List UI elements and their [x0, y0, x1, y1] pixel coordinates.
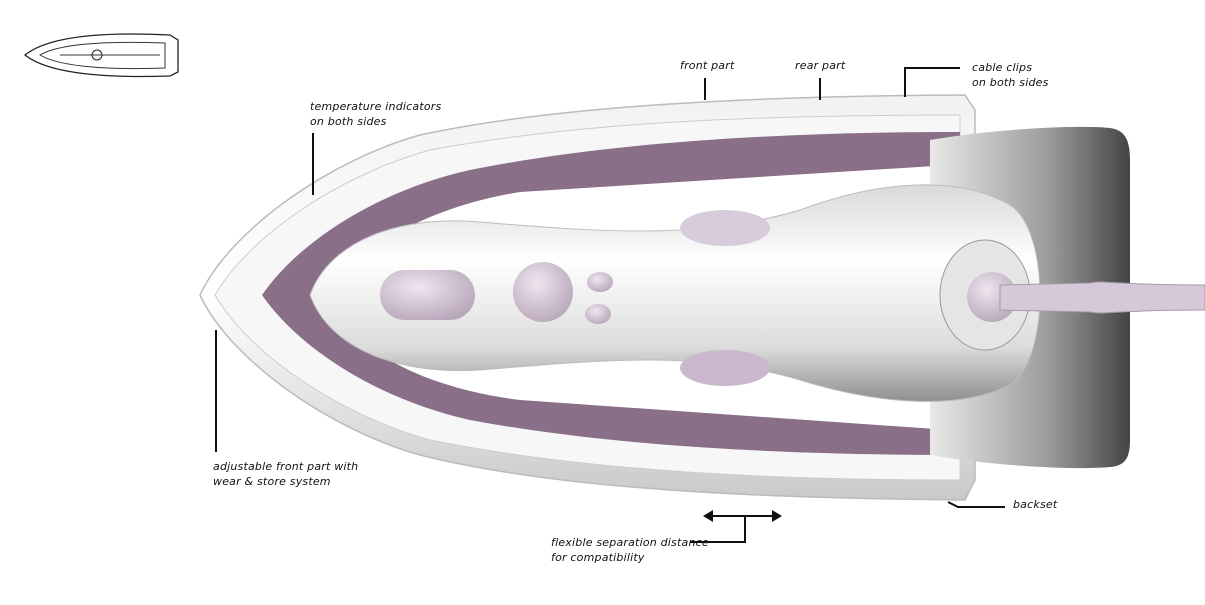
- label-line: on both sides: [310, 115, 387, 128]
- cable: [999, 281, 1205, 314]
- small-button-bottom: [585, 304, 611, 324]
- leader-cable-clips: [904, 67, 960, 97]
- dial-button: [513, 262, 573, 322]
- label-line: on both sides: [972, 76, 1049, 89]
- label-front-part: front part: [680, 59, 735, 72]
- label-line: adjustable front part with: [213, 460, 359, 473]
- label-line: temperature indicators: [310, 100, 442, 113]
- label-temperature-indicators: temperature indicators on both sides: [310, 99, 441, 129]
- arrowhead-left-icon: [703, 510, 713, 522]
- leader-flexible-separation: [690, 516, 746, 543]
- label-line: flexible separation distance: [551, 536, 709, 549]
- label-line: for compatibility: [551, 551, 645, 564]
- steam-button: [380, 270, 475, 320]
- handle-side-pad-top: [680, 210, 770, 246]
- label-adjustable-front: adjustable front part with wear & store …: [213, 459, 358, 489]
- label-cable-clips: cable clips on both sides: [972, 60, 1049, 90]
- label-rear-part: rear part: [795, 59, 846, 72]
- label-flexible-separation: flexible separation distance for compati…: [551, 535, 709, 565]
- thumbnail-iron: [23, 33, 179, 78]
- label-backset: backset: [1013, 498, 1058, 511]
- small-button-top: [587, 272, 613, 292]
- arrowhead-right-icon: [772, 510, 782, 522]
- label-line: cable clips: [972, 61, 1033, 74]
- leader-backset: [947, 501, 1005, 508]
- handle-side-pad-bottom: [680, 350, 770, 386]
- label-line: wear & store system: [213, 475, 331, 488]
